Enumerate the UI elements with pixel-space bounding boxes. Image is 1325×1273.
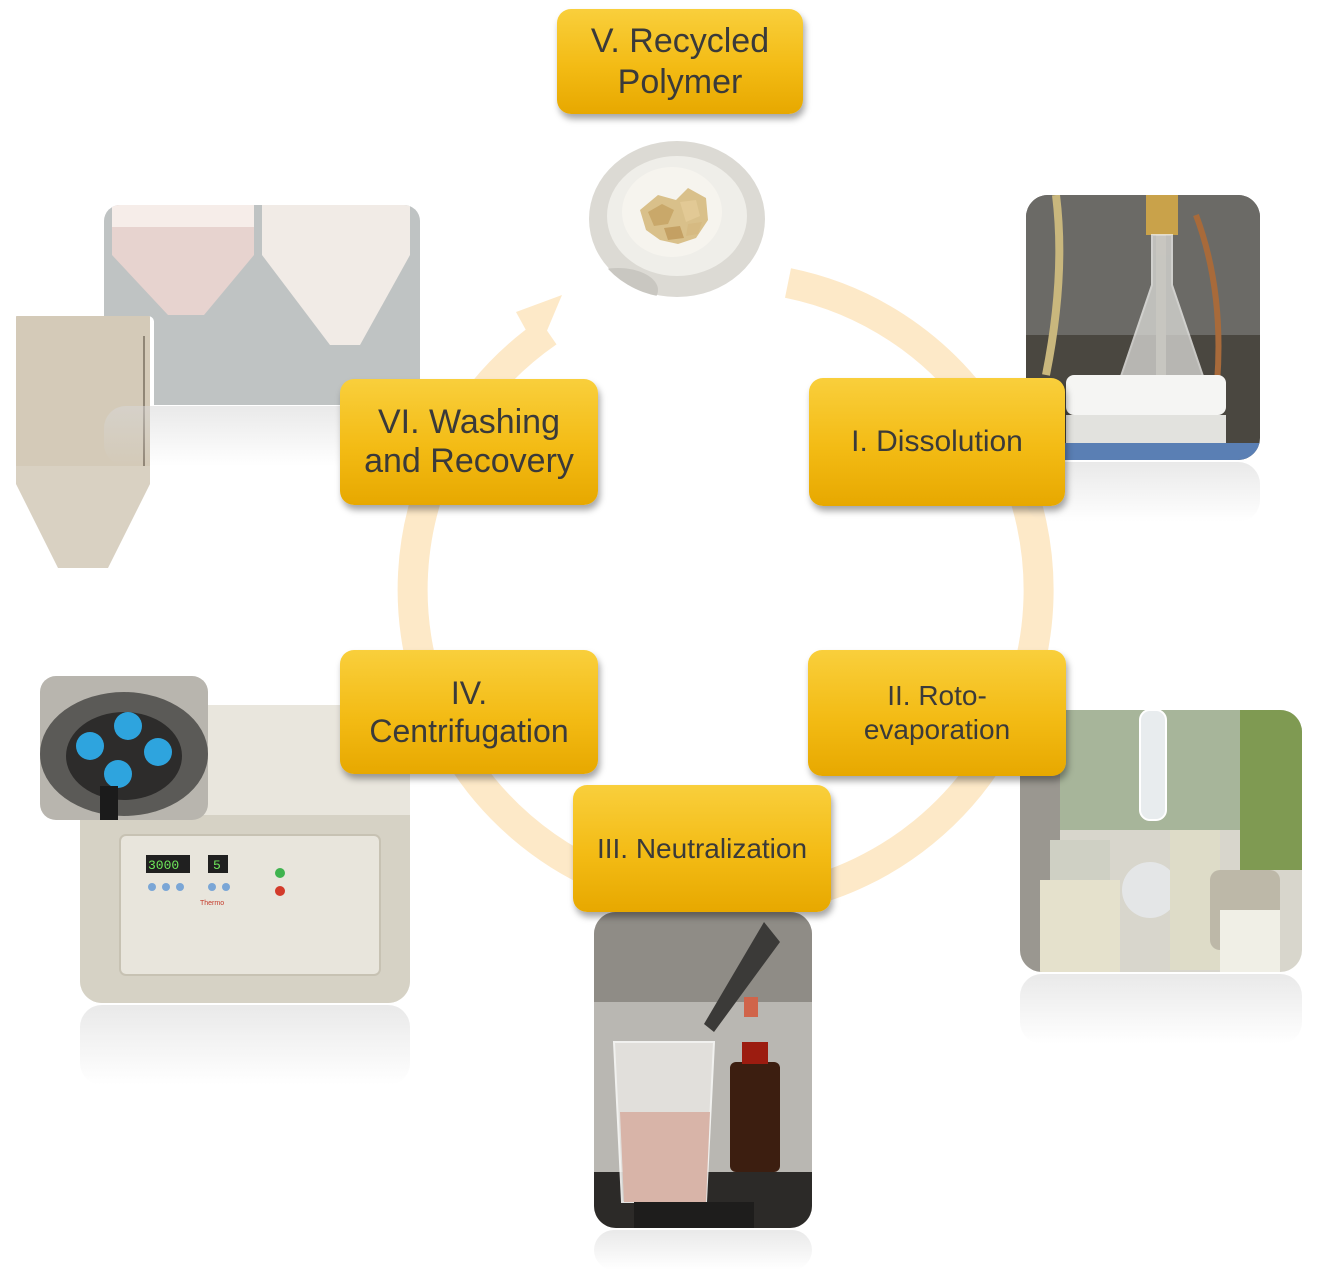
stage-washing-recovery: VI. Washing and Recovery (340, 379, 598, 505)
recycled-polymer-photo (588, 140, 766, 298)
stage-dissolution-label: I. Dissolution (851, 425, 1023, 458)
dissolution-photo-reflection (1026, 462, 1260, 522)
stage-rotoevaporation: II. Roto-evaporation (808, 650, 1066, 776)
washing-tube-photo (12, 316, 154, 568)
centrifuge-time-readout: 5 (213, 858, 221, 873)
cycle-arrow-head (516, 295, 562, 352)
stage-recycled-polymer-label: V. Recycled Polymer (590, 21, 770, 101)
stage-washing-recovery-label: VI. Washing and Recovery (364, 402, 574, 480)
stage-rotoevaporation-label: II. Roto-evaporation (863, 680, 1011, 745)
dissolution-photo (1026, 195, 1260, 460)
stage-recycled-polymer: V. Recycled Polymer (557, 9, 803, 114)
centrifuge-rotor-photo (40, 676, 208, 820)
stage-neutralization-label: III. Neutralization (596, 832, 808, 864)
centrifugation-photo-reflection (80, 1005, 410, 1085)
stage-centrifugation-label: IV. Centrifugation (369, 674, 569, 749)
rotoevaporation-photo (1020, 710, 1302, 972)
centrifuge-speed-readout: 3000 (148, 858, 179, 873)
stage-neutralization: III. Neutralization (573, 785, 831, 912)
washing-photo (104, 205, 420, 405)
rotoevaporation-photo-reflection (1020, 974, 1302, 1044)
svg-text:Thermo: Thermo (200, 900, 224, 907)
neutralization-photo (594, 912, 812, 1228)
neutralization-photo-reflection (594, 1230, 812, 1270)
stage-dissolution: I. Dissolution (809, 378, 1065, 506)
stage-centrifugation: IV. Centrifugation (340, 650, 598, 774)
